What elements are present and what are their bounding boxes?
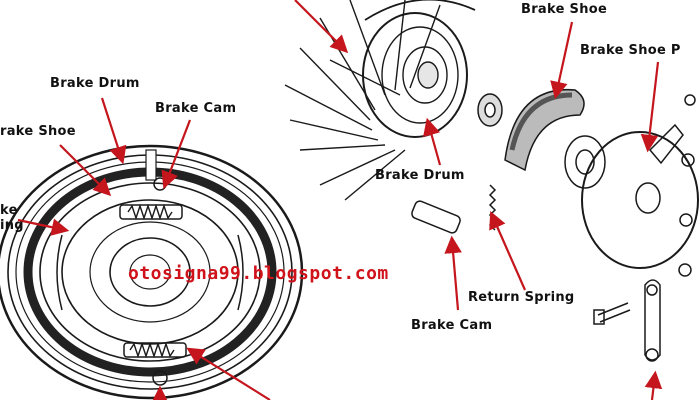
watermark-text: otosigna99.blogspot.com <box>128 263 389 284</box>
left-drum-assembly <box>0 144 304 400</box>
top-return-spring <box>127 203 173 221</box>
spoke <box>299 47 371 121</box>
spoke-wheel <box>284 0 476 201</box>
lever-pivot <box>646 284 658 296</box>
left-shoe-web <box>56 234 63 311</box>
spoke <box>299 144 386 151</box>
edge-bolt <box>684 94 696 106</box>
arrow-brake-cam-right <box>444 235 462 311</box>
arrow-bottom-spring <box>186 347 271 400</box>
label-spring-left-2: ing <box>0 218 24 233</box>
label-return-spring: Return Spring <box>468 290 575 305</box>
label-brake-shoe-top: Brake Shoe <box>521 2 608 17</box>
arrow-brake-shoe-plate <box>640 61 660 153</box>
drum-hub-inner <box>402 46 448 104</box>
spoke <box>289 119 379 141</box>
arrow-lever <box>644 370 663 400</box>
label-brake-drum-right: Brake Drum <box>375 168 465 183</box>
hub-center <box>129 254 171 290</box>
spoke <box>319 149 396 186</box>
bolt-head <box>593 309 605 325</box>
label-brake-drum-left: Brake Drum <box>50 76 140 91</box>
shoe-inner-edge <box>39 182 261 362</box>
edge-bolt <box>681 153 695 167</box>
hub-collar <box>564 135 606 189</box>
arrow-brake-cam-left <box>161 119 192 190</box>
drum-hub-outer <box>362 12 468 138</box>
outer-drum-rim <box>0 144 304 400</box>
spoke <box>284 84 373 131</box>
plate-hub <box>635 182 661 214</box>
return-spring-part <box>488 184 497 231</box>
bottom-spring-block <box>123 342 187 358</box>
drum-hub-bore <box>417 61 439 89</box>
hub-circle <box>109 237 191 307</box>
drum-top-shell <box>364 0 476 21</box>
label-brake-cam-right: Brake Cam <box>411 318 493 333</box>
spoke <box>329 59 401 96</box>
top-shoe-gap <box>145 149 157 181</box>
plate-cam-arm <box>648 123 684 165</box>
label-brake-shoe-left: rake Shoe <box>0 124 76 139</box>
lever-bolt <box>597 302 631 323</box>
brake-shoe-plate <box>581 131 699 269</box>
backing-plate-inner <box>89 221 211 323</box>
arrow-brake-drum-right <box>423 117 442 166</box>
wheel-bearing-bore <box>484 102 496 118</box>
drum-hub-ring <box>381 26 459 124</box>
label-brake-cam-left: Brake Cam <box>155 101 237 116</box>
arrow-return-spring <box>489 210 527 291</box>
arrow-top-wheel <box>294 0 349 54</box>
edge-bolt <box>678 263 692 277</box>
arrow-brake-shoe-left <box>59 144 112 197</box>
bottom-return-spring <box>129 341 175 359</box>
brake-cam-shaft <box>411 200 461 234</box>
cam-lever <box>644 279 661 361</box>
brake-cam-block <box>119 204 183 220</box>
arrow-brake-shoe-right <box>550 21 574 100</box>
arrow-spring-left <box>17 218 70 236</box>
arrow-brake-drum-left <box>100 97 127 165</box>
label-spring-left-1: ke <box>0 203 18 218</box>
spoke <box>344 149 406 201</box>
callout-arrows <box>17 0 663 400</box>
label-brake-shoe-plate: Brake Shoe P <box>580 43 681 58</box>
edge-bolt <box>679 213 693 227</box>
hub-collar-inner <box>575 149 595 175</box>
lever-end <box>645 348 659 362</box>
right-shoe-web <box>237 234 244 311</box>
anchor-pin <box>152 370 168 386</box>
brake-shoe-outer <box>504 88 585 172</box>
